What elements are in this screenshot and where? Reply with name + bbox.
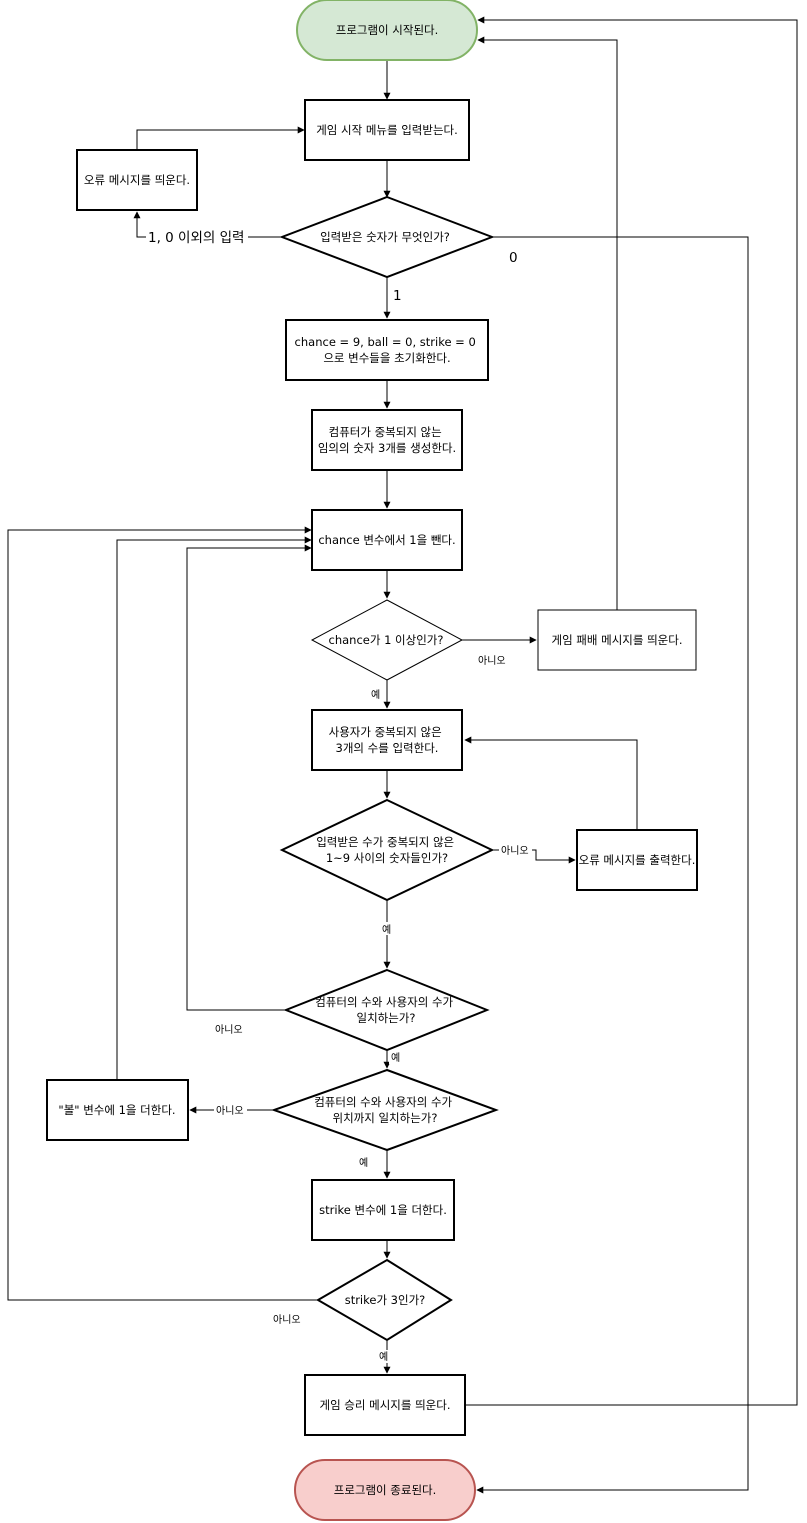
match-yes-bg [389, 1051, 403, 1064]
error2-process [576, 829, 698, 891]
start-label-line: 프로그램이 시작된다. [336, 23, 439, 37]
lose-label: 게임 패배 메시지를 띄운다. [551, 633, 682, 647]
win-label-line: 게임 승리 메시지를 띄운다. [319, 1398, 450, 1412]
valid-decision-label-line1: 입력받은 수가 중복되지 않은 [316, 835, 454, 849]
match-decision-label: 컴퓨터의 수와 사용자의 수가 일치하는가? [315, 995, 457, 1025]
chance-decision-label-line: chance가 1 이상인가? [329, 633, 444, 647]
start-terminator [296, 0, 478, 61]
menu-process [304, 99, 470, 161]
position-decision [271, 1068, 499, 1152]
lose-process [537, 609, 697, 671]
chance-yes-bg [369, 688, 383, 701]
generate-label-line1: 컴퓨터가 중복되지 않는 [329, 425, 442, 439]
position-decision-label-line2: 위치까지 일치하는가? [333, 1111, 438, 1125]
ball-label: "볼" 변수에 1을 더한다. [58, 1103, 175, 1117]
valid-decision-label-line2: 1~9 사이의 숫자들인가? [326, 851, 448, 865]
edge-ball-decrement [116, 536, 312, 1080]
init-label-line2: 으로 변수들을 초기화한다. [323, 351, 450, 365]
edge-lose-start [477, 36, 618, 610]
label-match-no: 아니오 [215, 1024, 243, 1036]
chance-decision-label: chance가 1 이상인가? [329, 633, 444, 647]
edge-error2-userinput [464, 736, 638, 830]
input-decision-label: 입력받은 숫자가 무엇인가? [320, 230, 450, 244]
input-decision-label-line: 입력받은 숫자가 무엇인가? [320, 230, 450, 244]
init-label-line1: chance = 9, ball = 0, strike = 0 [295, 335, 476, 349]
label-position-no: 아니오 [216, 1105, 244, 1117]
valid-decision-label: 입력받은 수가 중복되지 않은 1~9 사이의 숫자들인가? [316, 835, 458, 865]
user-input-label-line2: 3개의 수를 입력한다. [336, 741, 439, 755]
edge-strikedecision-decrement [7, 526, 318, 1301]
end-terminator [294, 1459, 476, 1521]
input-decision [279, 195, 495, 279]
label-match-yes: 예 [391, 1052, 400, 1064]
generate-label: 컴퓨터가 중복되지 않는 임의의 숫자 3개를 생성한다. [318, 425, 456, 455]
label-chance-yes: 예 [371, 689, 380, 701]
edge-labels: 1, 0 이외의 입력 0 1 아니오 예 아니오 예 아니오 예 아니오 예 … [146, 228, 532, 1363]
label-valid-no: 아니오 [501, 845, 529, 857]
label-chance-no: 아니오 [478, 655, 506, 667]
nodes: 프로그램이 시작된다. 게임 시작 메뉴를 입력받는다. 오류 메시지를 띄운다… [46, 0, 698, 1521]
edges [7, 16, 798, 1494]
edge-error1-menu [136, 126, 305, 150]
ball-process [46, 1079, 189, 1141]
other-input-label-bg [146, 228, 248, 245]
generate-process [311, 409, 463, 471]
error2-label: 오류 메시지를 출력한다. [579, 853, 696, 867]
start-label: 프로그램이 시작된다. [336, 23, 439, 37]
label-position-yes: 예 [359, 1157, 368, 1169]
label-other-input: 1, 0 이외의 입력 [148, 230, 244, 246]
end-label-line: 프로그램이 종료된다. [334, 1483, 437, 1497]
strike-decision-label: strike가 3인가? [345, 1293, 426, 1307]
chance-decision [310, 599, 464, 681]
decrement-label-line: chance 변수에서 1을 뺀다. [318, 533, 455, 547]
label-strike-no: 아니오 [273, 1314, 301, 1326]
menu-label-line: 게임 시작 메뉴를 입력받는다. [316, 123, 458, 137]
win-label: 게임 승리 메시지를 띄운다. [319, 1398, 450, 1412]
strike-yes-bg [377, 1350, 391, 1363]
win-process [304, 1374, 466, 1436]
error2-label-line: 오류 메시지를 출력한다. [579, 853, 696, 867]
edge-match-decrement [186, 544, 312, 1011]
error1-label-line: 오류 메시지를 띄운다. [84, 173, 190, 187]
match-decision-label-line2: 일치하는가? [356, 1011, 415, 1025]
position-no-bg [214, 1103, 247, 1116]
decrement-label: chance 변수에서 1을 뺀다. [318, 533, 455, 547]
label-strike-yes: 예 [379, 1351, 388, 1363]
strike-decision [316, 1258, 453, 1342]
init-label: chance = 9, ball = 0, strike = 0 으로 변수들을… [295, 335, 480, 365]
edge-win-start [466, 16, 798, 1406]
user-input-label-line1: 사용자가 중복되지 않은 [329, 725, 442, 739]
valid-yes-bg [380, 922, 394, 935]
strike-add-label: strike 변수에 1을 더한다. [319, 1203, 447, 1217]
error1-process [76, 149, 198, 211]
position-decision-label-line1: 컴퓨터의 수와 사용자의 수가 [314, 1095, 452, 1109]
edge-decision-end [476, 236, 749, 1494]
generate-label-line2: 임의의 숫자 3개를 생성한다. [318, 441, 456, 455]
match-decision [283, 968, 490, 1052]
label-one: 1 [393, 288, 402, 304]
strike-add-process [311, 1179, 455, 1241]
init-process [285, 319, 489, 381]
menu-label: 게임 시작 메뉴를 입력받는다. [316, 123, 458, 137]
lose-label-line: 게임 패배 메시지를 띄운다. [551, 633, 682, 647]
decrement-process [311, 509, 463, 571]
valid-decision [279, 798, 495, 902]
strike-decision-label-line: strike가 3인가? [345, 1293, 426, 1307]
user-input-label: 사용자가 중복되지 않은 3개의 수를 입력한다. [329, 725, 446, 755]
user-input-process [311, 709, 463, 771]
position-decision-label: 컴퓨터의 수와 사용자의 수가 위치까지 일치하는가? [314, 1095, 456, 1125]
error1-label: 오류 메시지를 띄운다. [84, 173, 190, 187]
end-label: 프로그램이 종료된다. [334, 1483, 437, 1497]
label-zero: 0 [509, 250, 518, 266]
match-decision-label-line1: 컴퓨터의 수와 사용자의 수가 [315, 995, 453, 1009]
ball-label-line: "볼" 변수에 1을 더한다. [58, 1103, 175, 1117]
label-valid-yes: 예 [382, 924, 391, 936]
valid-no-bg [499, 843, 532, 856]
strike-add-label-line: strike 변수에 1을 더한다. [319, 1203, 447, 1217]
